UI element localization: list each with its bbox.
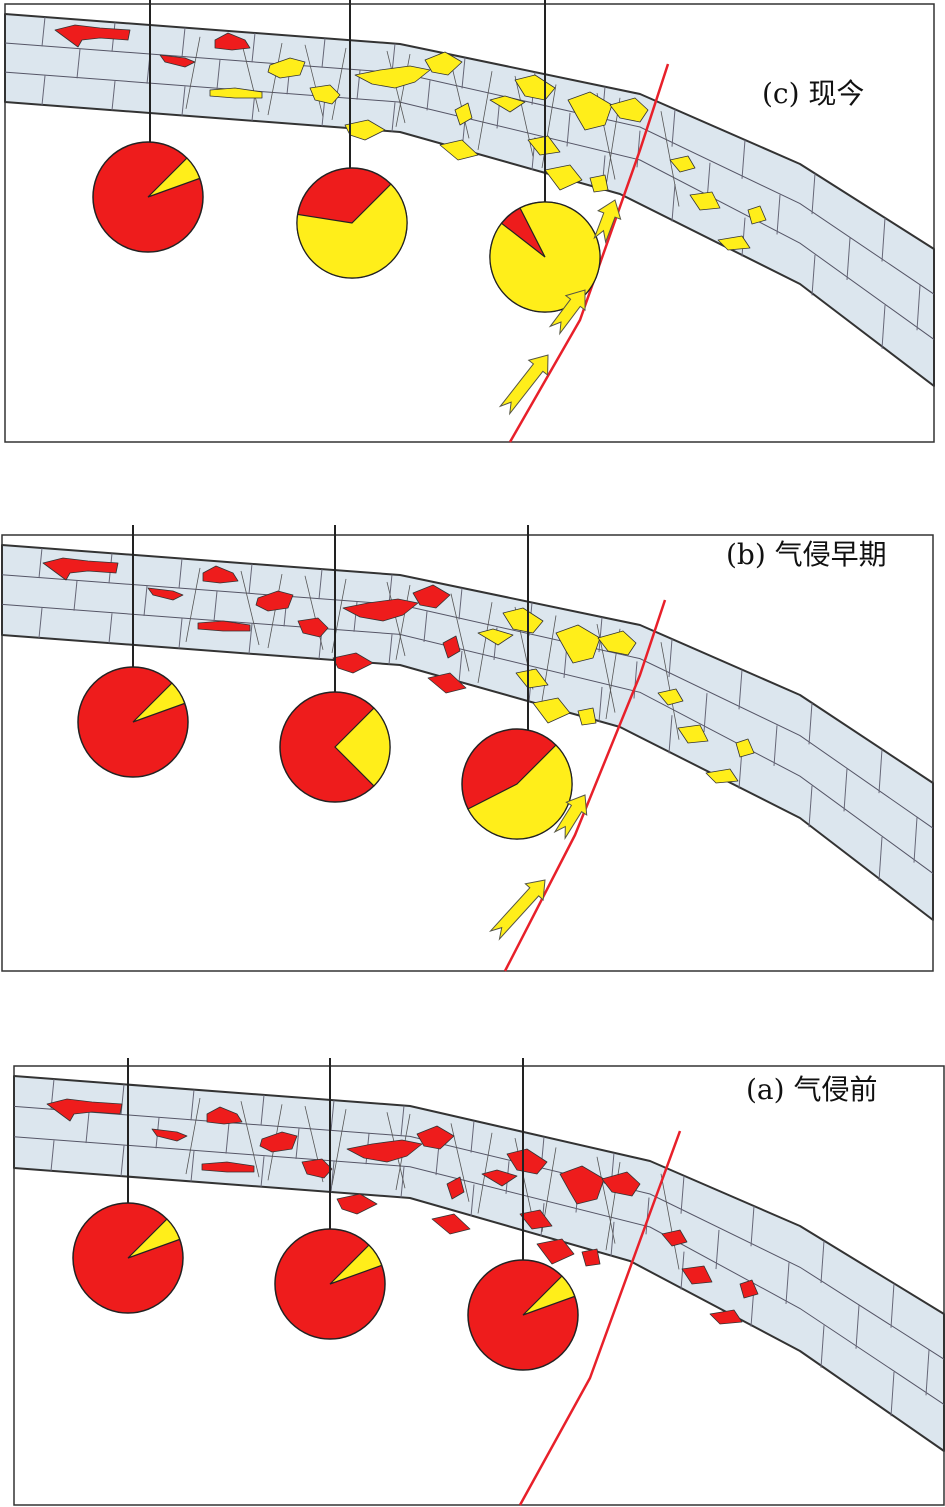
panel-a-label: (a) 气侵前: [746, 1068, 877, 1108]
composition-pie: [468, 1260, 578, 1370]
panel-b-diagram: [0, 525, 945, 975]
composition-pie: [73, 1203, 183, 1313]
composition-pie: [275, 1229, 385, 1339]
panel-b: (b) 气侵早期: [0, 525, 945, 975]
panel-c-diagram: [0, 0, 945, 445]
panel-a: (a) 气侵前: [0, 1058, 945, 1507]
panel-c: (c) 现今: [0, 0, 945, 445]
panel-a-diagram: [0, 1058, 945, 1507]
panel-b-label: (b) 气侵早期: [726, 533, 887, 573]
composition-pie: [462, 729, 572, 839]
composition-pie: [93, 142, 203, 252]
composition-pie: [78, 667, 188, 777]
composition-pie: [297, 168, 407, 278]
composition-pie: [280, 692, 390, 802]
panel-c-label: (c) 现今: [762, 72, 864, 112]
